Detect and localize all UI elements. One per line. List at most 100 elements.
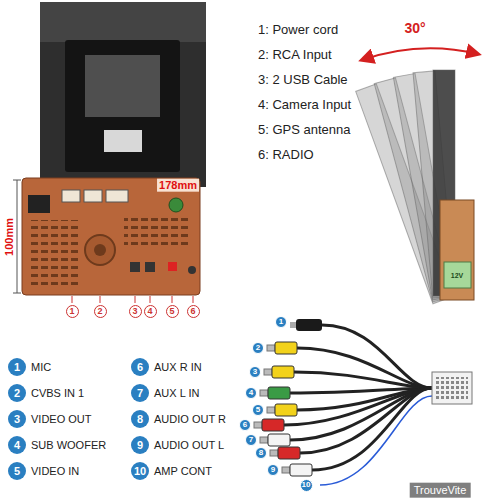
rca-tip: [264, 369, 272, 375]
number-text: 9: [137, 440, 143, 451]
legend-number: 1: [8, 358, 26, 376]
number-text: 10: [134, 466, 146, 477]
tilt-arc: [362, 48, 478, 60]
number-text: 2: [14, 388, 20, 399]
signal-name: CVBS IN 1: [31, 387, 84, 400]
screen: [40, 2, 206, 187]
port-list-item: 6: RADIO: [258, 148, 314, 163]
cable-callout: 9: [267, 464, 279, 476]
mount-bracket: [65, 40, 180, 172]
unit-side: [440, 200, 474, 300]
rca-plug: [275, 342, 297, 354]
legend-number: 8: [131, 410, 149, 428]
number-text: 7: [249, 436, 253, 444]
vent-slots: [28, 220, 78, 286]
rca-plug: [275, 404, 297, 416]
ribbon-cable: [104, 130, 142, 152]
usb-port: [145, 262, 155, 272]
legend-number: 2: [8, 384, 26, 402]
legend-number: 4: [8, 436, 26, 454]
mechanism: [85, 55, 160, 117]
usb-port: [130, 262, 140, 272]
connector: [106, 190, 128, 202]
signal-name: AUDIO OUT R: [154, 413, 226, 426]
rca-tip: [267, 407, 275, 413]
number-text: 1: [279, 318, 283, 326]
port-list-item: 2: RCA Input: [258, 48, 332, 63]
legend-number: 6: [131, 358, 149, 376]
fan-boss: [85, 235, 115, 265]
number-text: 9: [271, 466, 275, 474]
number-text: 8: [137, 414, 143, 425]
rca-tip: [260, 390, 268, 396]
number-text: 4: [147, 307, 152, 316]
number-text: 1: [69, 307, 74, 316]
number-text: 10: [302, 481, 311, 489]
dimension-tick: [13, 293, 21, 294]
rear-panel: [22, 178, 200, 295]
cable-callout: 7: [245, 434, 257, 446]
connector: [62, 190, 80, 202]
rca-tip: [260, 437, 268, 443]
port-list-item: 4: Camera Input: [258, 98, 351, 113]
amp-wire: [320, 396, 432, 485]
cable-callout: 1: [275, 316, 287, 328]
port-list-item: 1: Power cord: [258, 23, 338, 38]
rca-plug: [290, 464, 312, 476]
dimension-tick: [13, 180, 21, 181]
number-text: 7: [137, 388, 143, 399]
legend-number: 7: [131, 384, 149, 402]
dimension: 178mm: [157, 179, 199, 192]
cable-callout: 3: [249, 366, 261, 378]
rca-tip: [270, 450, 278, 456]
screen-top: [40, 2, 206, 42]
sticker: [444, 262, 471, 288]
number-text: 5: [14, 466, 20, 477]
cable-callout: 2: [252, 342, 264, 354]
cable-callout: 5: [252, 404, 264, 416]
number-text: 3: [253, 368, 257, 376]
rca-plug: [268, 387, 290, 399]
cable: [322, 325, 432, 388]
rca-tip: [282, 467, 290, 473]
legend-number: 3: [8, 410, 26, 428]
number-text: 2: [256, 344, 260, 352]
cable: [297, 348, 432, 388]
number-text: 4: [249, 389, 253, 397]
number-text: 6: [243, 421, 247, 429]
dimension: 100mm: [3, 218, 16, 256]
signal-name: AUX L IN: [154, 387, 199, 400]
signal-name: AMP CONT: [154, 465, 212, 478]
angle: 30°: [404, 20, 425, 36]
cable-callout: 8: [255, 447, 267, 459]
legend-number: 5: [8, 462, 26, 480]
mic-jack: [296, 319, 322, 331]
camera-jack: [168, 262, 177, 271]
cable-callout: 4: [245, 387, 257, 399]
plug-pins: [436, 377, 468, 399]
callout-number: 5: [166, 305, 179, 318]
legend-number: 10: [131, 462, 149, 480]
rca-plug: [272, 366, 294, 378]
vent-slots: [124, 216, 190, 248]
antenna-jack: [169, 198, 183, 212]
iso-connector: [28, 195, 50, 213]
number-text: 8: [259, 449, 263, 457]
signal-name: VIDEO OUT: [31, 413, 92, 426]
watermark: TrouveVite: [410, 483, 471, 498]
port-list-item: 3: 2 USB Cable: [258, 73, 348, 88]
port-list-item: 5: GPS antenna: [258, 123, 351, 138]
signal-name: AUDIO OUT L: [154, 439, 224, 452]
signal-name: VIDEO IN: [31, 465, 79, 478]
connector: [84, 190, 102, 202]
callout-number: 6: [187, 305, 200, 318]
harness-plug: [432, 372, 472, 404]
leader-lines: [72, 296, 193, 303]
jack-tip: [290, 322, 296, 328]
cable-callout: 10: [300, 479, 313, 492]
rca-plug: [268, 434, 290, 446]
rca-tip: [254, 422, 262, 428]
number-text: 5: [169, 307, 174, 316]
wire-harness: [254, 319, 432, 485]
